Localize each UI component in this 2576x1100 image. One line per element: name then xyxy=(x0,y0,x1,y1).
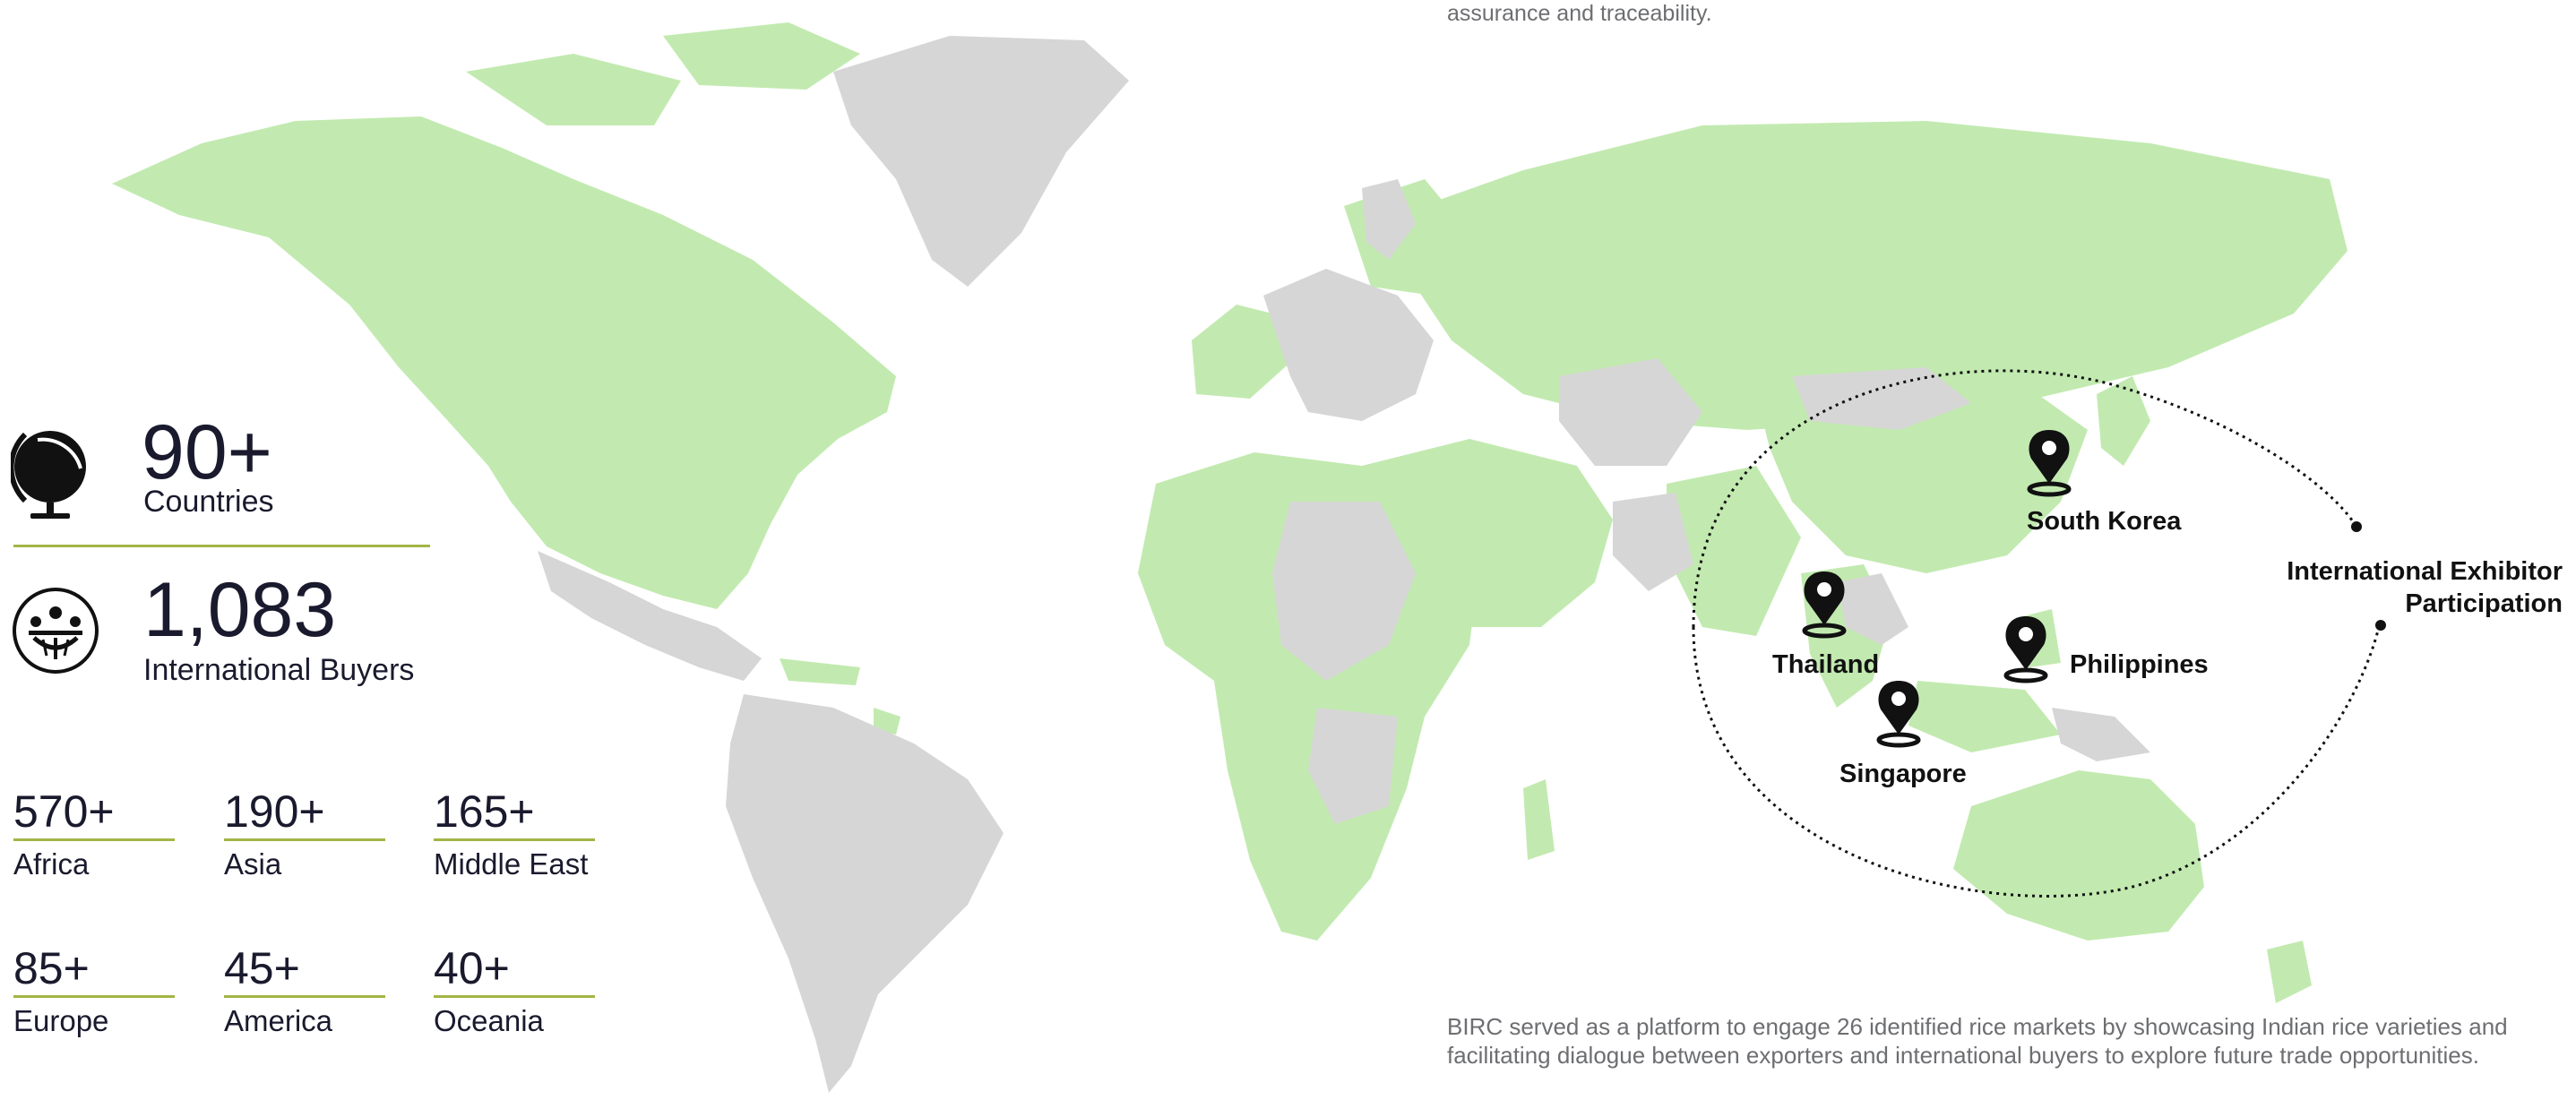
location-pin-icon xyxy=(1876,681,1921,748)
divider xyxy=(13,545,430,547)
region-value: 570+ xyxy=(13,788,175,841)
callout-line-2: Participation xyxy=(2405,589,2563,618)
top-caption: assurance and traceability. xyxy=(1447,1,1712,26)
pin-label-philippines: Philippines xyxy=(2070,650,2209,679)
region-name: America xyxy=(224,1004,333,1037)
buyers-value: 1,083 xyxy=(143,567,337,653)
greenland xyxy=(833,36,1129,287)
region-name: Asia xyxy=(224,847,282,881)
other-countries xyxy=(538,36,2150,1093)
north-america xyxy=(112,116,896,609)
callout-line-1: International Exhibitor xyxy=(2287,557,2563,586)
callout-dot-top xyxy=(2351,521,2362,532)
participation-callout: International Exhibitor Participation xyxy=(2287,555,2563,620)
location-pin-icon xyxy=(1802,571,1847,639)
region-name: Africa xyxy=(13,847,90,881)
buyers-network-icon xyxy=(13,588,99,674)
countries-label: Countries xyxy=(143,485,274,519)
region-asia: 190+ Asia xyxy=(224,788,403,884)
region-value: 40+ xyxy=(434,945,595,998)
pin-label-south-korea: South Korea xyxy=(2027,507,2182,536)
region-value: 165+ xyxy=(434,788,595,841)
region-oceania: 40+ Oceania xyxy=(434,945,613,1041)
countries-value: 90+ xyxy=(142,409,272,495)
buyer-countries-highlight xyxy=(112,22,2348,1003)
region-value: 85+ xyxy=(13,945,175,998)
bottom-caption: BIRC served as a platform to engage 26 i… xyxy=(1447,1013,2508,1069)
region-africa: 570+ Africa xyxy=(13,788,193,884)
pin-label-thailand: Thailand xyxy=(1772,650,1880,679)
location-pin-icon xyxy=(2003,616,2048,683)
region-value: 45+ xyxy=(224,945,385,998)
pin-label-singapore: Singapore xyxy=(1839,760,1967,788)
callout-dot-bottom xyxy=(2375,620,2386,631)
region-name: Middle East xyxy=(434,847,589,881)
region-name: Oceania xyxy=(434,1004,544,1037)
globe-icon xyxy=(11,431,86,519)
location-pin-icon xyxy=(2027,430,2072,497)
region-value: 190+ xyxy=(224,788,385,841)
region-europe: 85+ Europe xyxy=(13,945,193,1041)
region-middle-east: 165+ Middle East xyxy=(434,788,613,884)
region-america: 45+ America xyxy=(224,945,403,1041)
buyers-label: International Buyers xyxy=(143,653,415,687)
region-name: Europe xyxy=(13,1004,109,1037)
south-america xyxy=(726,694,1004,1093)
